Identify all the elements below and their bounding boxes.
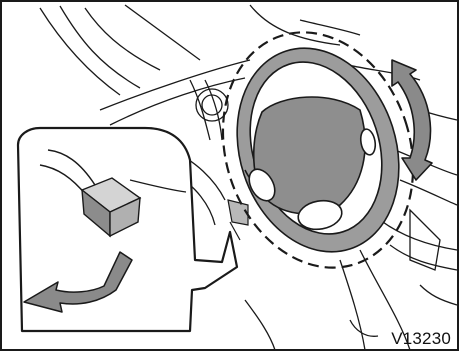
figure-code: V13230 [391, 330, 451, 347]
lever-detail-inset [18, 128, 237, 331]
